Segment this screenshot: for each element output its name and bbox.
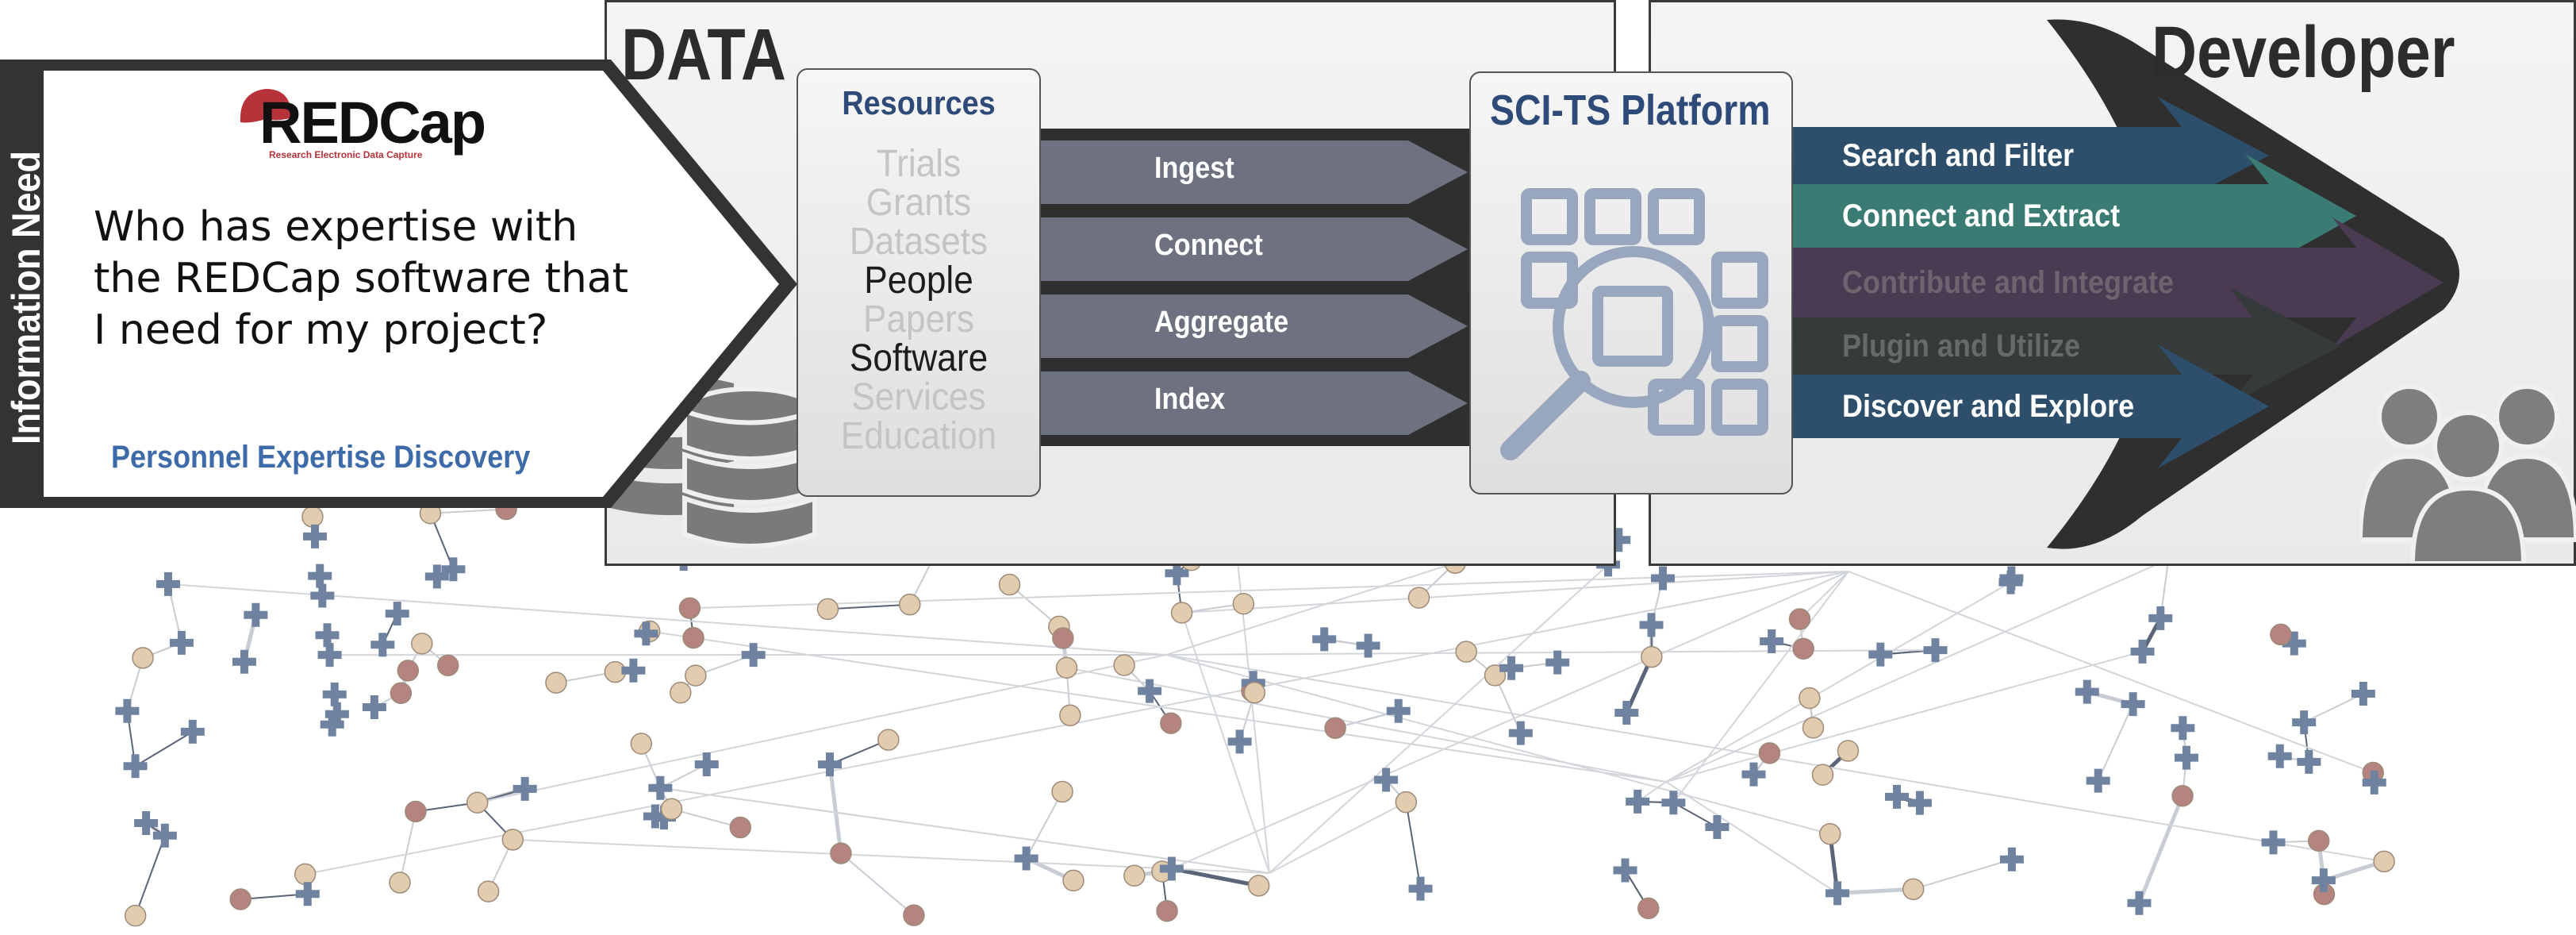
pipeline-label-aggregate: Aggregate — [1154, 306, 1289, 339]
question-line-1: Who has expertise with — [94, 203, 578, 251]
output-label-4: Discover and Explore — [1842, 389, 2135, 424]
output-arrow-4 — [1785, 344, 2269, 468]
redcap-logo-tagline: Research Electronic Data Capture — [269, 149, 423, 160]
question-line-2: the REDCap software that — [94, 255, 629, 302]
resource-item-datasets: Datasets — [849, 221, 989, 263]
users-group-icon — [2360, 384, 2576, 564]
resources-title: Resources — [842, 84, 996, 121]
developer-heading: Developer — [2152, 12, 2455, 93]
output-label-1: Connect and Extract — [1842, 198, 2121, 233]
information-need-card — [0, 60, 797, 508]
pipeline-arrow-ingest — [1035, 140, 1468, 204]
output-arrows — [1785, 97, 2444, 468]
resource-item-services: Services — [851, 376, 986, 418]
pipeline-label-index: Index — [1154, 383, 1226, 416]
pipeline-arrow-aggregate — [1035, 294, 1468, 358]
pipeline-arrow-index — [1035, 371, 1468, 435]
redcap-logo-text: REDCap — [259, 90, 486, 156]
search-grid-icon — [1500, 188, 1768, 460]
pipeline-arrow-connect — [1035, 217, 1468, 281]
resource-item-education: Education — [840, 415, 997, 457]
information-need-label: Information Need — [4, 150, 48, 444]
pipeline-arrows — [1035, 140, 1468, 435]
redcap-logo: REDCap Research Electronic Data Capture — [234, 79, 504, 167]
question-text: Who has expertise with the REDCap softwa… — [94, 202, 628, 356]
platform-box: SCI-TS Platform — [1469, 71, 1793, 494]
output-label-3: Plugin and Utilize — [1842, 329, 2081, 364]
resource-item-trials: Trials — [876, 143, 962, 185]
pipeline-label-connect: Connect — [1154, 229, 1263, 262]
resource-item-grants: Grants — [866, 182, 972, 224]
resource-item-software: Software — [849, 337, 989, 379]
pipeline-label-ingest: Ingest — [1154, 152, 1234, 185]
output-arrow-1 — [1785, 154, 2356, 278]
platform-title: SCI-TS Platform — [1490, 87, 1771, 134]
output-arrow-0 — [1785, 97, 2269, 214]
output-label-0: Search and Filter — [1842, 138, 2075, 173]
data-heading: DATA — [621, 14, 786, 95]
output-label-2: Contribute and Integrate — [1842, 265, 2175, 300]
subtitle: Personnel Expertise Discovery — [111, 440, 531, 475]
resource-item-papers: Papers — [863, 298, 974, 341]
resource-item-people: People — [864, 260, 973, 302]
redcap-hat-icon — [240, 89, 296, 123]
output-arrow-3 — [1785, 287, 2340, 405]
question-line-3: I need for my project? — [94, 306, 548, 354]
